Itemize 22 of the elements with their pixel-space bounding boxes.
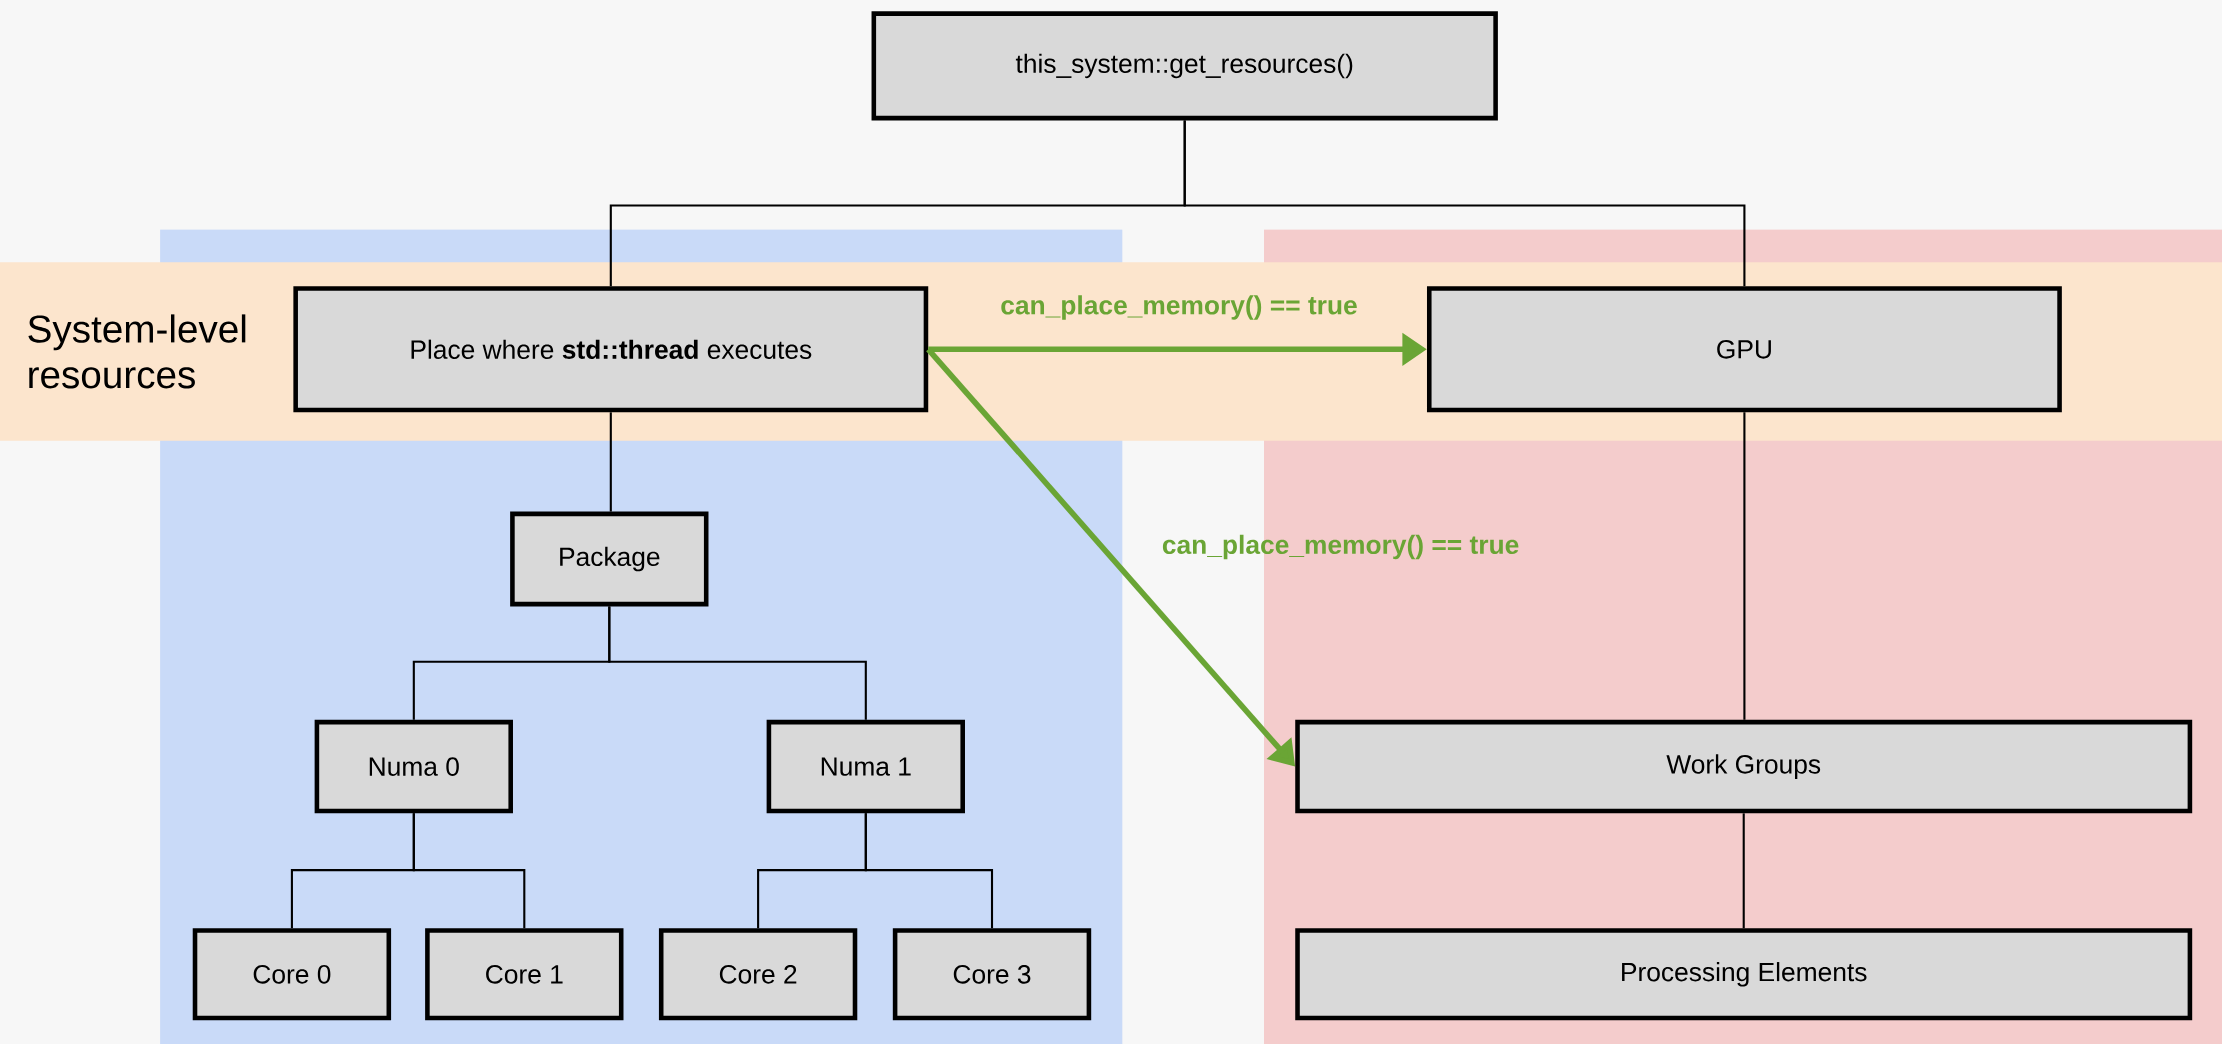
process-box: Numa 1 [766,719,965,814]
connector-line [1743,412,1746,720]
edge-label: can_place_memory() == true [1162,534,1519,560]
process-box: Numa 0 [314,719,513,814]
connector-line [1742,813,1745,929]
process-box: Place where std::thread executes [293,286,929,413]
connector-line [864,813,994,929]
process-box: Core 1 [425,928,624,1021]
connector-line [609,412,612,512]
connector-line [1183,120,1746,287]
process-box: Work Groups [1295,719,2193,814]
process-box: this_system::get_resources() [871,11,1498,121]
process-box: Core 0 [192,928,392,1021]
process-box: Core 3 [892,928,1092,1021]
connector-line [412,813,526,929]
edge-label: can_place_memory() == true [1001,295,1357,320]
band-label: System-level resources [28,314,246,389]
process-box: Processing Elements [1295,928,2193,1021]
process-box: Package [510,511,709,607]
process-box: GPU [1427,286,2062,413]
process-box: Core 2 [658,928,858,1021]
connector-line [608,606,867,720]
